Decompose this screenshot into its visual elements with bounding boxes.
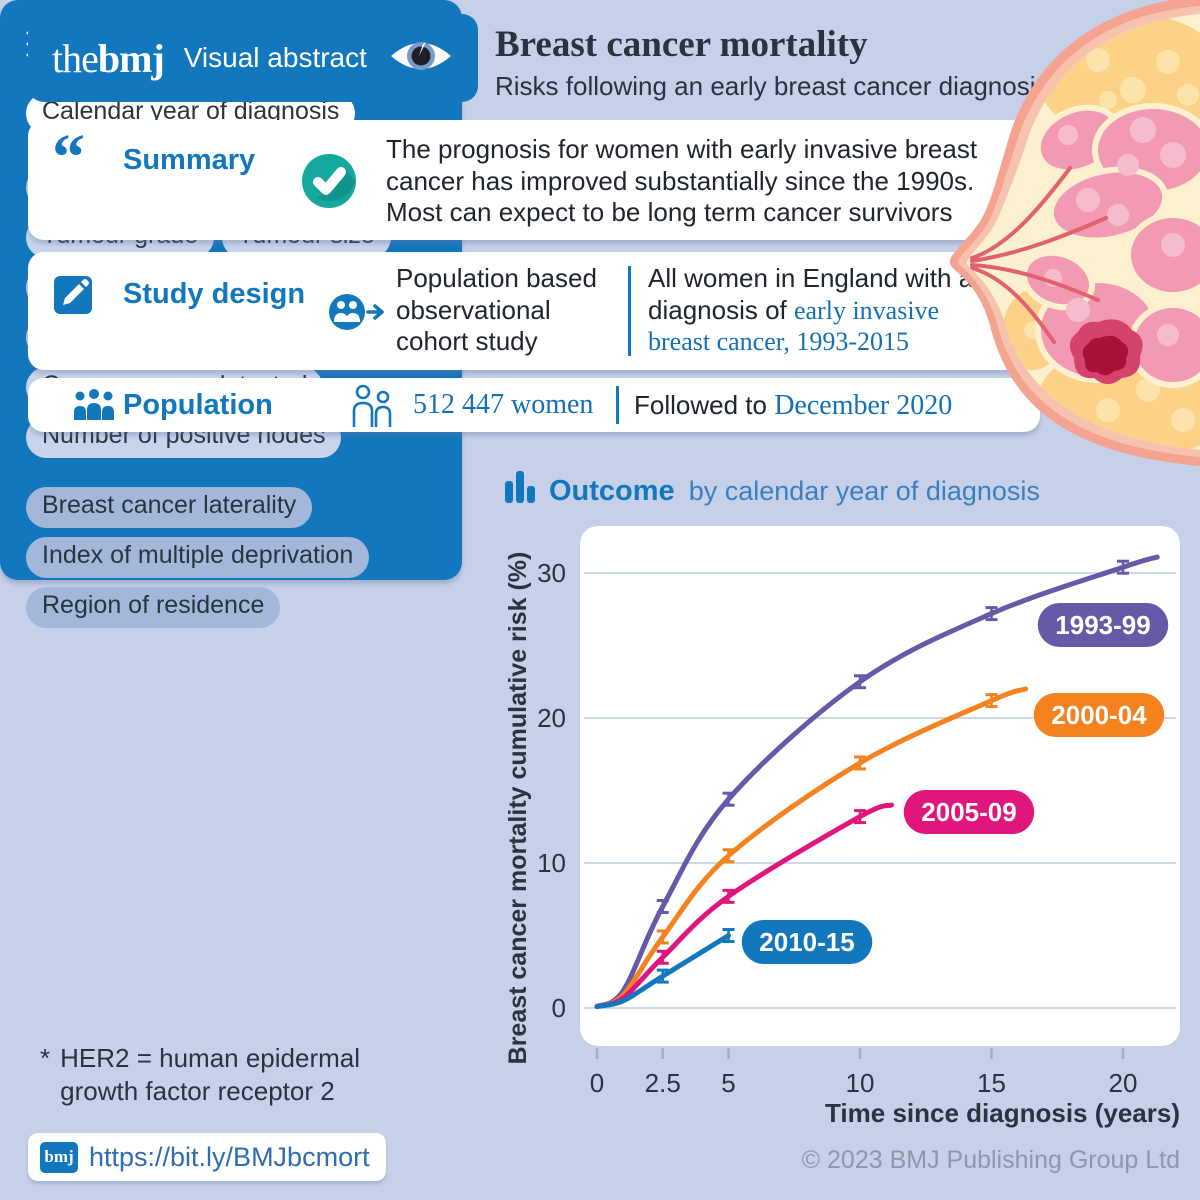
x-tick-label: 10: [846, 1068, 875, 1098]
x-tick-label: 0: [590, 1068, 604, 1098]
cohort-text: All women in England with a diagnosis of…: [648, 263, 974, 357]
outcome-heading: Outcome: [549, 475, 675, 507]
mortality-chart: 0 10 20 30 0 2.5 5 10 15 20 1993-99 2000-04 2005-09 2…: [502, 518, 1200, 1163]
bmj-logo: thebmj: [52, 35, 165, 81]
y-tick-label: 30: [537, 558, 566, 588]
variable-pill: Breast cancer laterality: [26, 487, 313, 528]
cohort-icon: [328, 292, 386, 337]
variable-pill: Index of multiple deprivation: [26, 537, 370, 578]
x-tick-label: 2.5: [645, 1068, 681, 1098]
series-badge-label: 2000-04: [1051, 700, 1147, 730]
short-link[interactable]: bmj https://bit.ly/BMJbcmort: [28, 1133, 386, 1181]
divider: [628, 266, 631, 356]
x-tick-label: 20: [1109, 1068, 1138, 1098]
series-line-2010-15: [594, 933, 731, 1010]
cohort-highlight: early invasive breast cancer, 1993-2015: [648, 295, 940, 357]
followup-text: Followed to December 2020: [634, 390, 953, 421]
breast-anatomy-illustration: [948, 0, 1200, 477]
study-design-card: Study design Population based observatio…: [28, 252, 1040, 370]
series-badge-2005-09: [903, 790, 1035, 834]
series-badge-label: 2005-09: [921, 797, 1016, 827]
x-tick-label: 5: [721, 1068, 735, 1098]
summary-text: The prognosis for women with early invas…: [386, 134, 978, 228]
page-subtitle: Risks following an early breast cancer d…: [495, 70, 1049, 101]
series-badge-2000-04: [1033, 693, 1165, 737]
series-line-1993-99: [594, 554, 1160, 1010]
bmj-mini-logo: bmj: [40, 1141, 78, 1173]
short-link-url[interactable]: https://bit.ly/BMJbcmort: [89, 1141, 370, 1172]
other-variable-group: Breast cancer lateralityIndex of multipl…: [26, 487, 436, 637]
footnote-marker: *: [40, 1043, 51, 1073]
population-count: 512 447 women: [413, 389, 594, 420]
study-design-heading: Study design: [123, 278, 306, 310]
bar-chart-icon: [505, 471, 535, 503]
y-tick-label: 20: [537, 703, 566, 733]
x-tick-label: 15: [977, 1068, 1006, 1098]
page-title: Breast cancer mortality: [495, 24, 868, 65]
people-outline-icon: [350, 383, 396, 434]
followup-highlight: December 2020: [774, 390, 953, 421]
outcome-header: Outcome by calendar year of diagnosis: [505, 468, 1040, 508]
y-tick-label: 0: [552, 993, 566, 1023]
divider: [616, 386, 619, 424]
population-card: Population 512 447 women Followed to Dec…: [28, 378, 1040, 432]
series-badge-label: 1993-99: [1055, 610, 1150, 640]
population-heading: Population: [123, 389, 273, 421]
check-icon: [300, 152, 358, 215]
plot-panel: [580, 526, 1180, 1046]
quote-icon: “: [52, 121, 85, 194]
footnote-text: HER2 = human epidermal growth factor rec…: [60, 1043, 361, 1106]
x-axis-label: Time since diagnosis (years): [825, 1098, 1180, 1128]
series-badge-1993-99: [1037, 603, 1169, 647]
summary-card: “ Summary The prognosis for women with e…: [28, 120, 1040, 240]
series-badge-2010-15: [741, 920, 873, 964]
copyright-text: © 2023 BMJ Publishing Group Ltd: [801, 1146, 1180, 1174]
variable-pill: Region of residence: [26, 587, 281, 628]
summary-heading: Summary: [123, 144, 256, 176]
her2-footnote: * HER2 = human epidermal growth factor r…: [40, 1042, 400, 1107]
line-chart-svg: 0 10 20 30 0 2.5 5 10 15 20 1993-99 2000-04 2005-09 2…: [504, 526, 1180, 1128]
y-tick-label: 10: [537, 848, 566, 878]
title-block: Breast cancer mortality Risks following …: [495, 26, 1055, 102]
pencil-icon: [54, 276, 92, 319]
study-type-text: Population based observational cohort st…: [396, 263, 597, 357]
y-axis-label: Breast cancer mortality cumulative risk …: [504, 552, 532, 1065]
outcome-subheading: by calendar year of diagnosis: [688, 476, 1040, 506]
population-icon: [72, 389, 116, 426]
series-badge-label: 2010-15: [759, 927, 854, 957]
series-line-2000-04: [594, 686, 1029, 1010]
visual-abstract-label: Visual abstract: [183, 42, 367, 73]
eye-icon: [388, 33, 454, 84]
bmj-brand-bar: thebmj Visual abstract: [28, 14, 478, 102]
